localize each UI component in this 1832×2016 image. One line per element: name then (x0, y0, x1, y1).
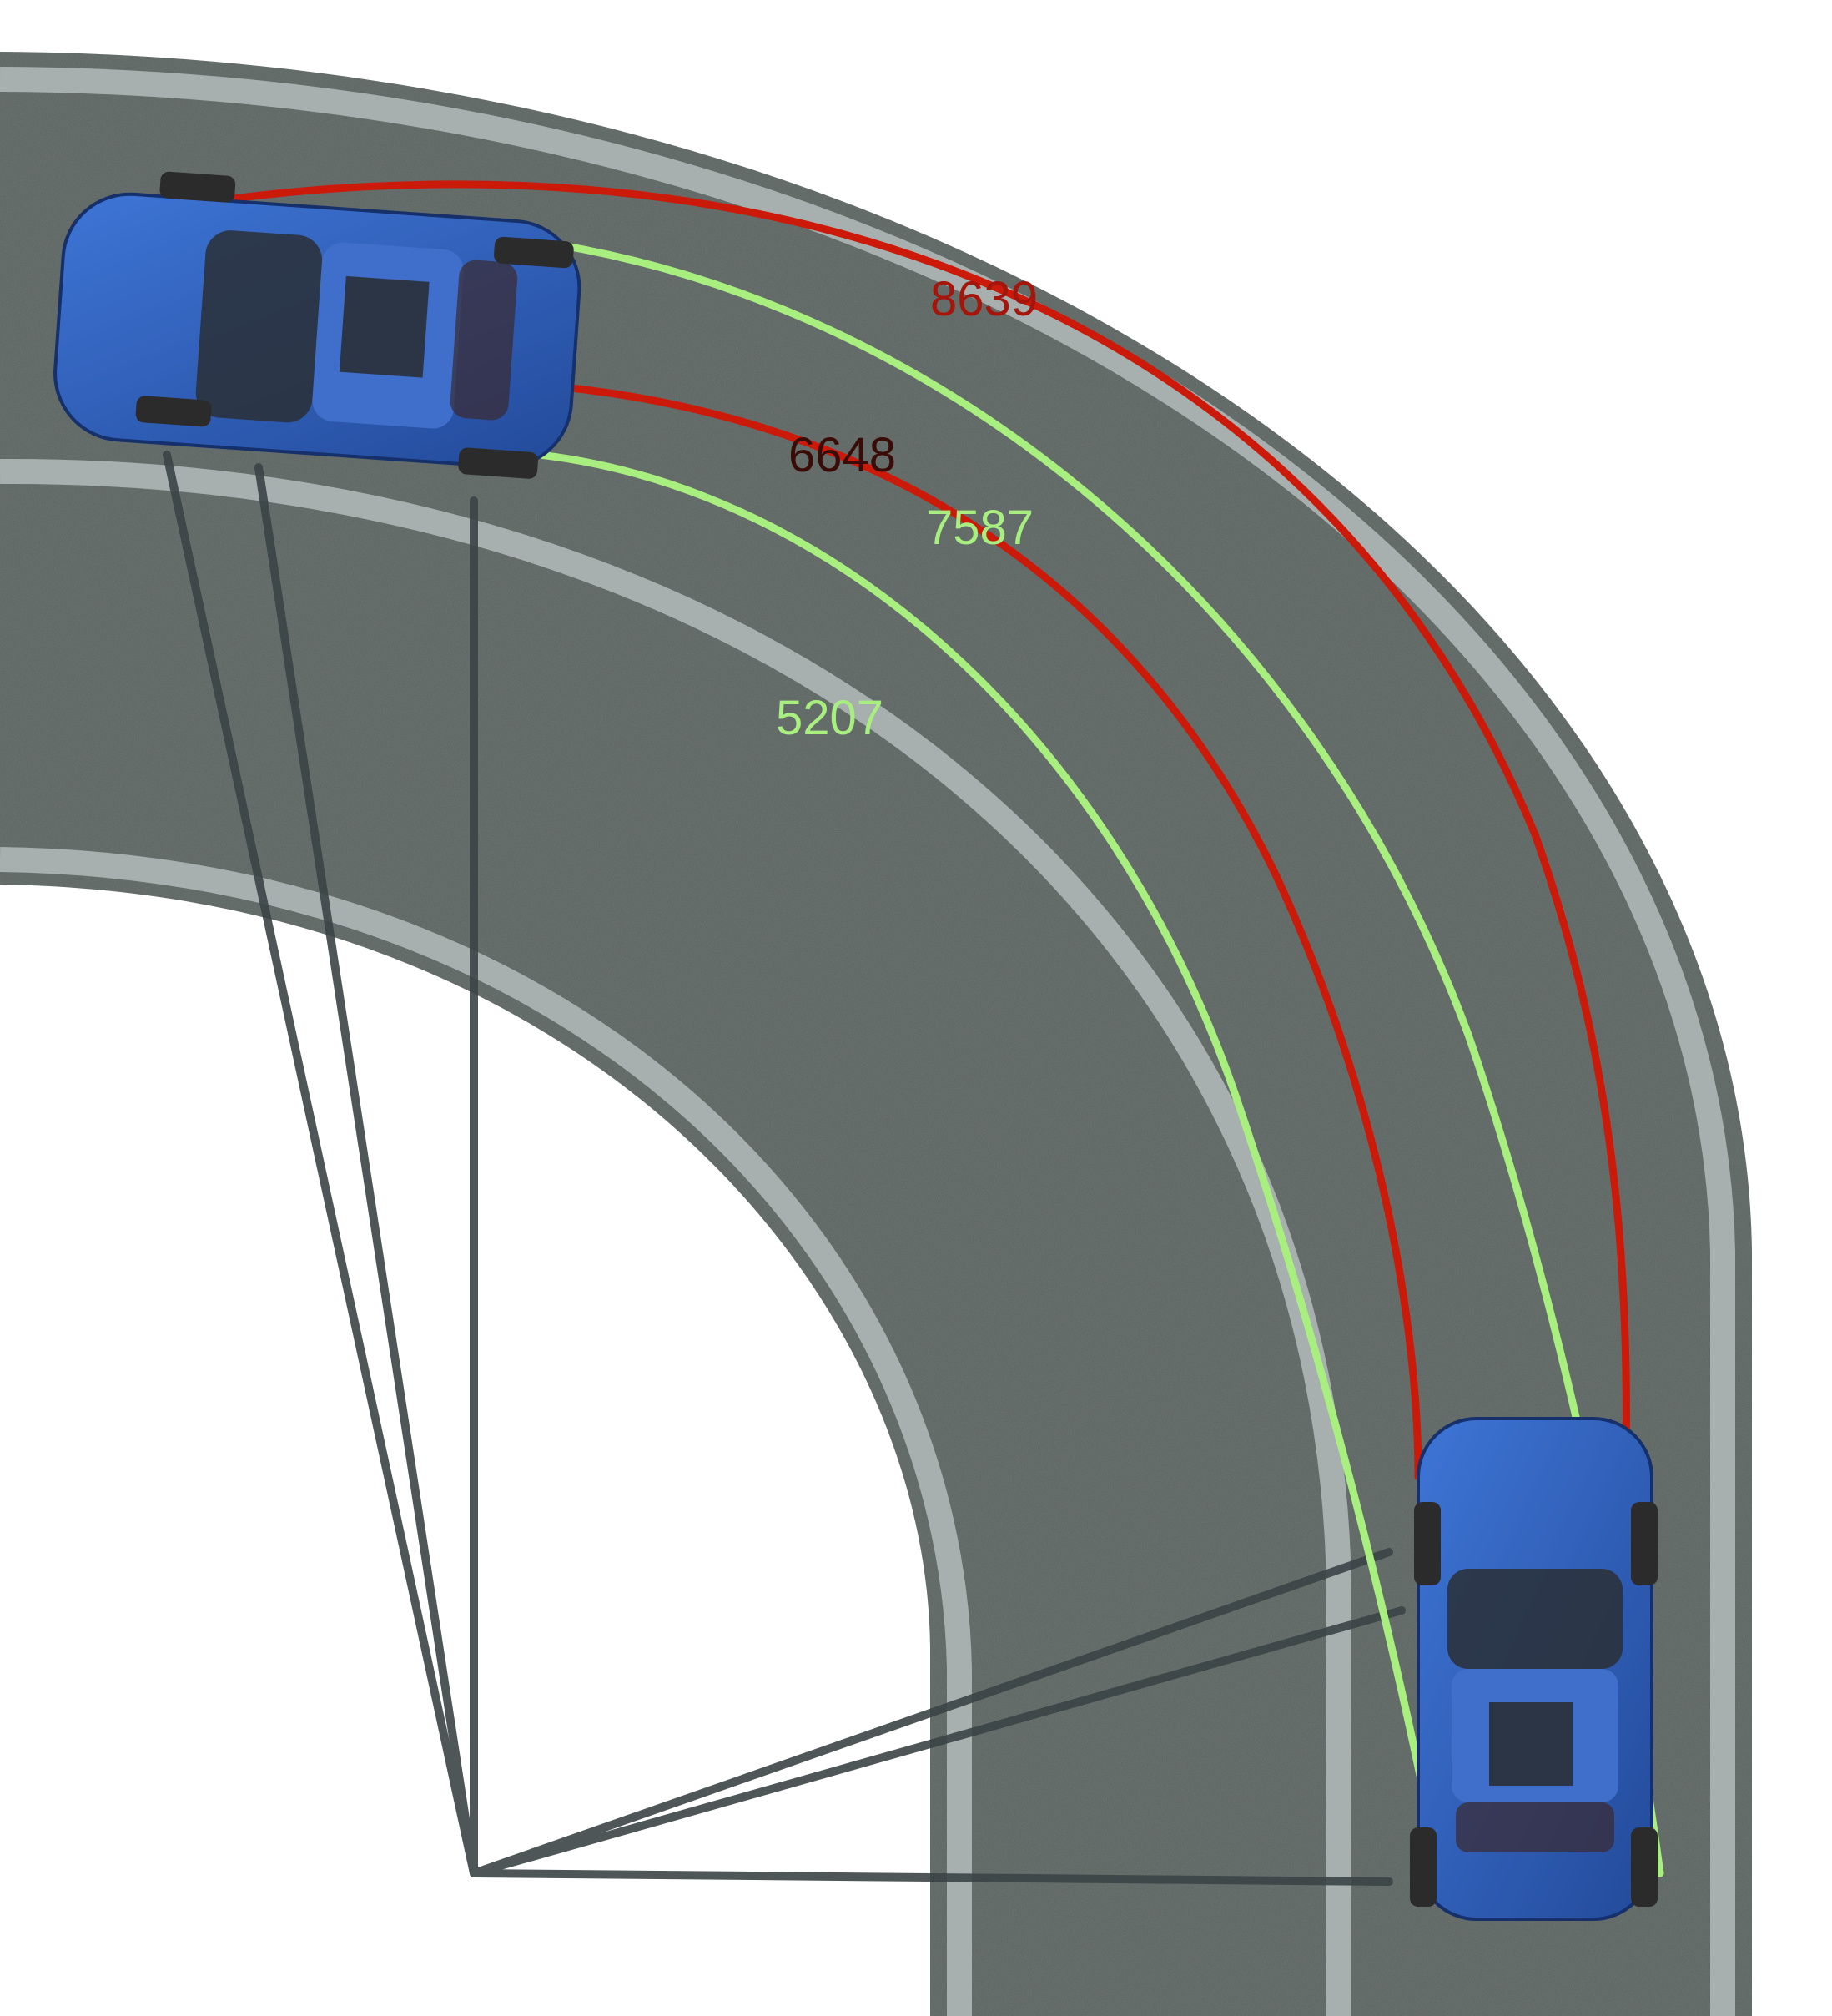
car-start-rear-window (450, 260, 518, 421)
car-end-wheel-rl (1410, 1827, 1437, 1907)
inner-lane-line (0, 847, 972, 2016)
construction-lines (163, 451, 1406, 1886)
car-end-sunroof (1489, 1702, 1573, 1786)
car-end-rear-window (1456, 1802, 1614, 1852)
car-start-wheel-fr (135, 396, 212, 427)
car-end-windshield (1447, 1569, 1623, 1669)
front-outer-track (71, 180, 1630, 1573)
rear-inner-track (463, 446, 1443, 1877)
label-6648: 6648 (788, 428, 896, 482)
car-start-wheel-rl (494, 236, 574, 269)
outer-lane-line (0, 67, 1735, 2016)
radius-line-4 (470, 1548, 1393, 1877)
radius-line-5 (470, 1606, 1406, 1877)
car-start-wheel-rr (458, 447, 538, 479)
car-start-windshield (195, 230, 323, 423)
car-end-wheel-rr (1631, 1827, 1658, 1907)
radius-line-2 (254, 463, 478, 1877)
radius-line-6 (470, 1869, 1393, 1886)
label-5207: 5207 (776, 691, 883, 745)
car-end (1410, 1417, 1658, 1921)
radius-line-1 (163, 451, 478, 1877)
car-start (53, 171, 581, 479)
car-end-wheel-fl (1414, 1502, 1441, 1585)
car-start-sunroof (339, 275, 430, 378)
car-start-wheel-fl (159, 171, 236, 203)
car-end-wheel-fr (1631, 1502, 1658, 1585)
label-8639: 8639 (930, 272, 1038, 326)
label-7587: 7587 (926, 501, 1034, 555)
road-texture (0, 52, 1752, 2016)
